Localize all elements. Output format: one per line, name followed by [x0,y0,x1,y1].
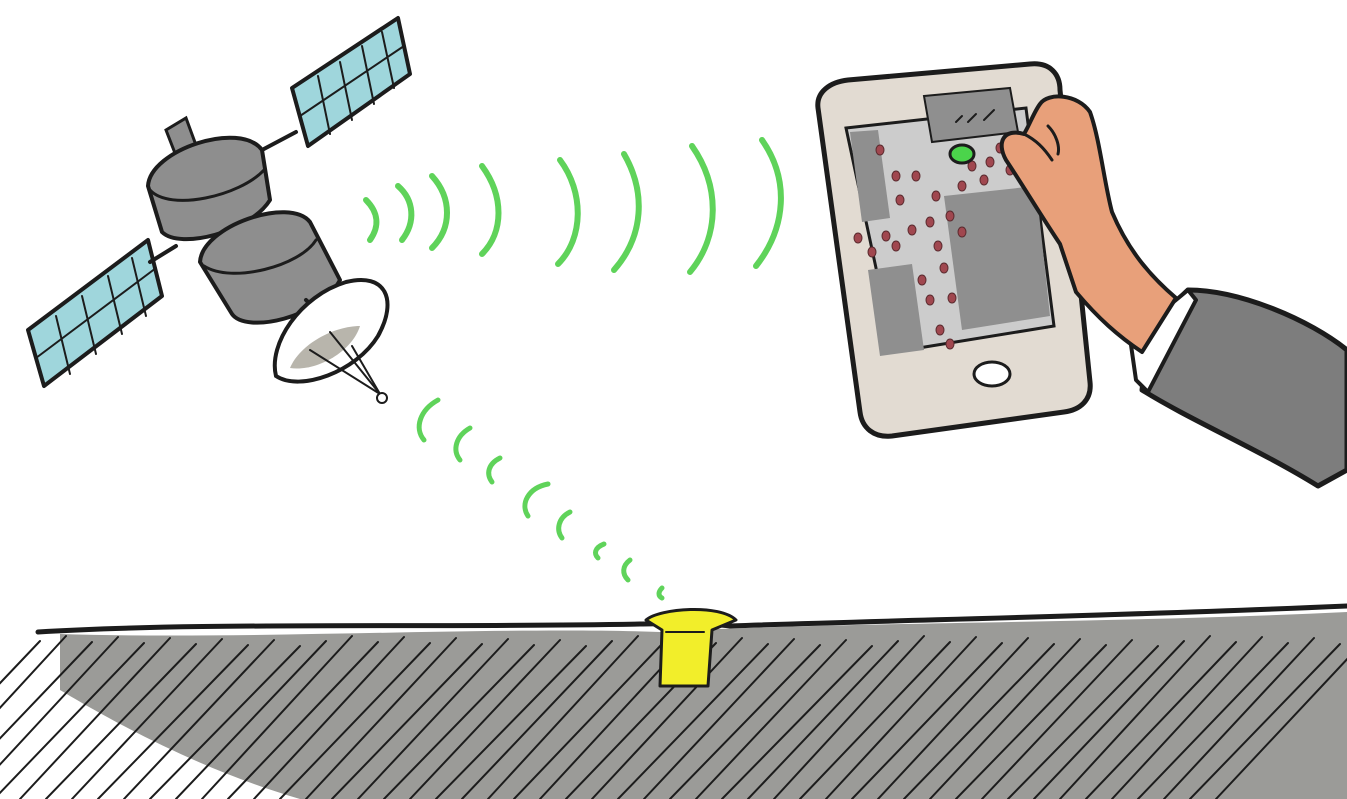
map-marker [892,171,900,181]
home-button [974,362,1010,386]
signal-waves-icon [419,400,662,598]
map-marker [936,325,944,335]
map-marker [926,295,934,305]
hatch-line [0,641,40,799]
map-marker [958,227,966,237]
map-marker [908,225,916,235]
signal-waves-icon [366,140,781,272]
map-marker [892,241,900,251]
map-block [924,88,1018,142]
map-marker [896,195,904,205]
map-marker [918,275,926,285]
map-marker [882,231,890,241]
map-marker [948,293,956,303]
satellite-icon [28,18,410,403]
map-marker [946,339,954,349]
map-marker [912,171,920,181]
map-block [944,186,1050,330]
map-marker [868,247,876,257]
map-marker [934,241,942,251]
location-dot [950,145,974,163]
solar-panel-lower [28,240,162,386]
map-marker [958,181,966,191]
solar-panel-upper [292,18,410,146]
hatch-line [0,636,66,799]
map-marker [926,217,934,227]
map-marker [946,211,954,221]
map-marker [932,191,940,201]
map-marker [876,145,884,155]
map-marker [980,175,988,185]
map-marker [986,157,994,167]
map-marker [854,233,862,243]
map-marker [940,263,948,273]
